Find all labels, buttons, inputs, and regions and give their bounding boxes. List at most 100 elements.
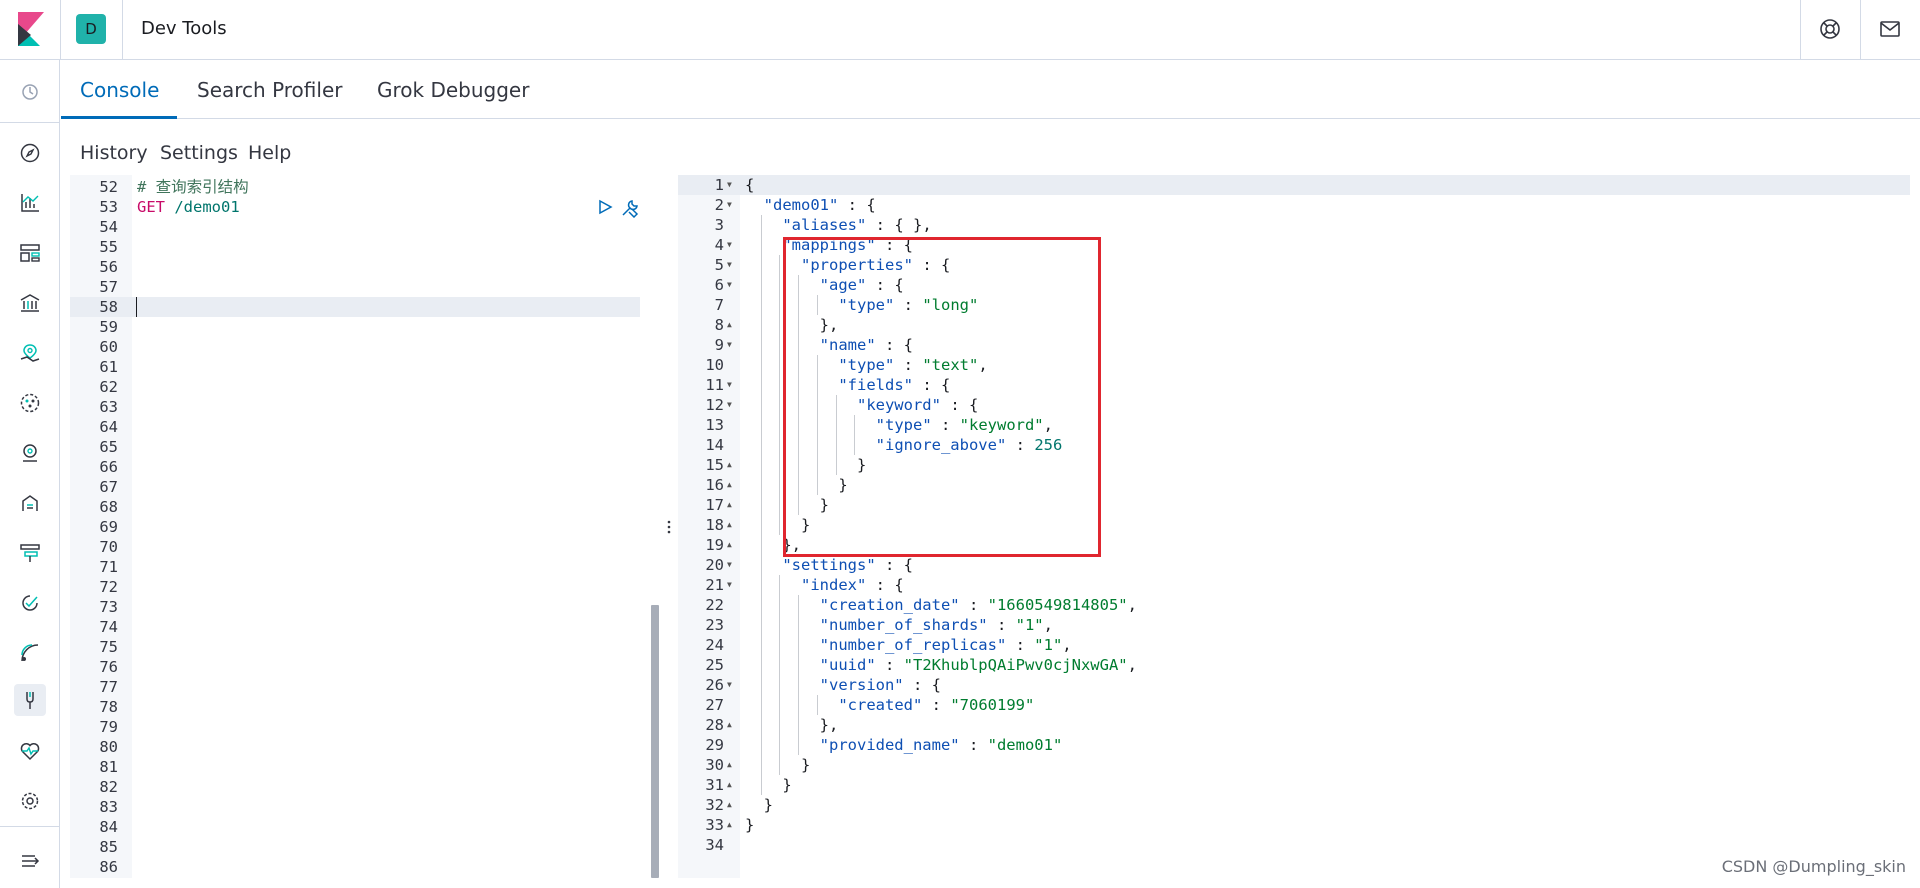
indent-guide	[760, 515, 762, 535]
fold-arrow-up-icon[interactable]: ▲	[727, 540, 732, 549]
response-code-line: "settings" : {	[782, 556, 913, 574]
indent-guide	[798, 375, 800, 395]
side-nav	[0, 60, 60, 888]
space-avatar[interactable]: D	[76, 14, 106, 44]
settings-link[interactable]: Settings	[160, 142, 238, 164]
nav-discover[interactable]	[14, 137, 46, 169]
nav-recent[interactable]	[14, 76, 46, 108]
fold-arrow-up-icon[interactable]: ▲	[727, 720, 732, 729]
nav-management[interactable]	[14, 785, 46, 817]
indent-guide	[798, 695, 800, 715]
line-number: 13	[705, 416, 724, 434]
indent-guide	[779, 315, 781, 335]
fold-arrow-up-icon[interactable]: ▲	[727, 500, 732, 509]
fold-arrow-up-icon[interactable]: ▲	[727, 480, 732, 489]
line-number: 21	[705, 576, 724, 594]
fold-arrow-up-icon[interactable]: ▲	[727, 460, 732, 469]
fold-arrow-down-icon[interactable]: ▼	[727, 200, 732, 209]
indent-guide	[779, 295, 781, 315]
fold-arrow-up-icon[interactable]: ▲	[727, 820, 732, 829]
nav-canvas[interactable]	[14, 287, 46, 319]
line-number: 82	[99, 778, 118, 796]
indent-guide	[798, 435, 800, 455]
indent-guide	[816, 435, 818, 455]
fold-arrow-up-icon[interactable]: ▲	[727, 800, 732, 809]
fold-arrow-down-icon[interactable]: ▼	[727, 560, 732, 569]
indent-guide	[760, 495, 762, 515]
nav-uptime[interactable]	[14, 587, 46, 619]
response-code-line: "uuid" : "T2KhublpQAiPwv0cjNxwGA",	[819, 656, 1137, 674]
request-comment: # 查询索引结构	[137, 178, 249, 196]
nav-monitoring[interactable]	[14, 735, 46, 767]
fold-arrow-up-icon[interactable]: ▲	[727, 520, 732, 529]
watermark: CSDN @Dumpling_skin	[1721, 857, 1906, 876]
line-number: 27	[705, 696, 724, 714]
indent-guide	[760, 455, 762, 475]
line-number: 62	[99, 378, 118, 396]
help-link[interactable]: Help	[248, 142, 292, 164]
fold-arrow-down-icon[interactable]: ▼	[727, 260, 732, 269]
dashboard-icon	[20, 244, 40, 262]
response-editor[interactable]: 1▼{2▼ "demo01" : {3 "aliases" : { },4▼ "…	[678, 175, 1920, 878]
fold-arrow-up-icon[interactable]: ▲	[727, 780, 732, 789]
indent-guide	[779, 355, 781, 375]
siem-icon	[21, 644, 39, 662]
fold-arrow-up-icon[interactable]: ▲	[727, 760, 732, 769]
indent-guide	[835, 395, 837, 415]
fold-arrow-down-icon[interactable]: ▼	[727, 680, 732, 689]
line-number: 34	[705, 836, 724, 854]
indent-guide	[779, 395, 781, 415]
nav-visualize[interactable]	[14, 187, 46, 219]
tab-grok-debugger[interactable]: Grok Debugger	[377, 78, 530, 102]
indent-guide	[760, 735, 762, 755]
request-scrollbar[interactable]	[650, 175, 660, 878]
tab-search-profiler[interactable]: Search Profiler	[197, 78, 343, 102]
request-scrollbar-thumb[interactable]	[651, 605, 659, 878]
nav-logs[interactable]	[14, 487, 46, 519]
indent-guide	[760, 415, 762, 435]
fold-arrow-down-icon[interactable]: ▼	[727, 580, 732, 589]
help-lifebuoy-icon[interactable]	[1817, 16, 1843, 42]
kibana-logo-icon[interactable]	[18, 12, 44, 46]
indent-guide	[779, 415, 781, 435]
fold-arrow-down-icon[interactable]: ▼	[727, 180, 732, 189]
nav-maps[interactable]	[14, 337, 46, 369]
indent-guide	[798, 715, 800, 735]
history-link[interactable]: History	[80, 142, 148, 164]
fold-arrow-down-icon[interactable]: ▼	[727, 400, 732, 409]
line-number: 2	[714, 196, 724, 214]
maps-icon	[20, 344, 40, 362]
nav-infrastructure[interactable]	[14, 437, 46, 469]
fold-arrow-down-icon[interactable]: ▼	[727, 240, 732, 249]
fold-arrow-down-icon[interactable]: ▼	[727, 280, 732, 289]
response-code-line: "name" : {	[819, 336, 913, 354]
nav-collapse[interactable]	[14, 845, 46, 877]
line-number: 84	[99, 818, 118, 836]
nav-apm[interactable]	[14, 537, 46, 569]
panel-resizer[interactable]	[660, 175, 678, 878]
drag-handle-icon	[667, 520, 671, 533]
wrench-icon[interactable]	[620, 198, 640, 218]
app-header: D Dev Tools	[0, 0, 1920, 60]
line-number: 65	[99, 438, 118, 456]
line-number: 20	[705, 556, 724, 574]
nav-devtools[interactable]	[14, 684, 46, 716]
response-code-line: "mappings" : {	[782, 236, 913, 254]
fold-arrow-down-icon[interactable]: ▼	[727, 380, 732, 389]
indent-guide	[760, 595, 762, 615]
mail-icon[interactable]	[1877, 16, 1903, 42]
play-icon[interactable]	[597, 199, 613, 215]
tab-console[interactable]: Console	[80, 78, 160, 102]
line-number: 4	[714, 236, 724, 254]
nav-ml[interactable]	[14, 387, 46, 419]
indent-guide	[816, 695, 818, 715]
machine-learning-icon	[20, 393, 40, 413]
response-code-line: "version" : {	[819, 676, 941, 694]
line-number: 15	[705, 456, 724, 474]
nav-siem[interactable]	[14, 637, 46, 669]
fold-arrow-up-icon[interactable]: ▲	[727, 320, 732, 329]
line-number: 32	[705, 796, 724, 814]
fold-arrow-down-icon[interactable]: ▼	[727, 340, 732, 349]
nav-dashboard[interactable]	[14, 237, 46, 269]
